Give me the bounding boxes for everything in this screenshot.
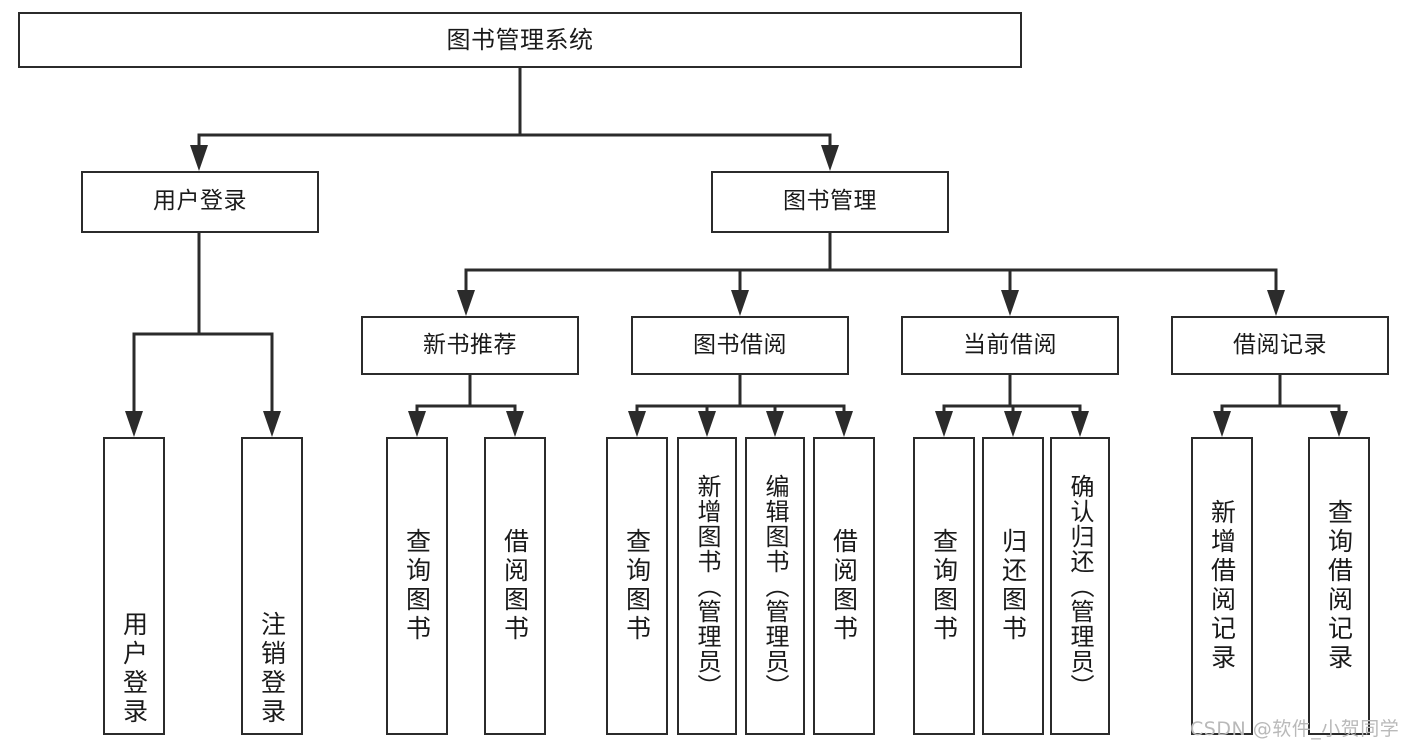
node-label: 用户登录 xyxy=(153,188,247,215)
arrow-head-icon xyxy=(1330,411,1348,437)
node-book-borrow[interactable]: 图书借阅 xyxy=(631,316,849,375)
arrow-head-icon xyxy=(1004,411,1022,437)
arrow-head-icon xyxy=(190,145,208,171)
node-leaf-borrow-book-br[interactable]: 借阅图书 xyxy=(813,437,875,735)
node-leaf-confirm-return[interactable]: 确认归还（管理员） xyxy=(1050,437,1110,735)
node-leaf-logout[interactable]: 注销登录 xyxy=(241,437,303,735)
node-label: 查询图书 xyxy=(622,528,652,644)
node-leaf-user-login[interactable]: 用户登录 xyxy=(103,437,165,735)
node-label: 查询图书 xyxy=(402,528,432,644)
arrow-head-icon xyxy=(1001,290,1019,316)
node-leaf-borrow-book-rec[interactable]: 借阅图书 xyxy=(484,437,546,735)
node-leaf-add-book[interactable]: 新增图书（管理员） xyxy=(677,437,737,735)
node-label: 注销登录 xyxy=(257,611,287,727)
node-leaf-query-record[interactable]: 查询借阅记录 xyxy=(1308,437,1370,735)
node-label: 新增借阅记录 xyxy=(1207,499,1237,673)
arrow-head-icon xyxy=(628,411,646,437)
node-label: 借阅记录 xyxy=(1233,331,1327,358)
node-borrow-record[interactable]: 借阅记录 xyxy=(1171,316,1389,375)
node-label: 当前借阅 xyxy=(963,331,1057,358)
node-label: 图书管理 xyxy=(783,188,877,215)
arrow-head-icon xyxy=(1071,411,1089,437)
arrow-head-icon xyxy=(766,411,784,437)
arrow-head-icon xyxy=(408,411,426,437)
node-label: 用户登录 xyxy=(119,611,149,727)
node-leaf-query-book-cb[interactable]: 查询图书 xyxy=(913,437,975,735)
node-label: 借阅图书 xyxy=(829,528,859,644)
arrow-head-icon xyxy=(821,145,839,171)
node-label: 归还图书 xyxy=(998,528,1028,644)
node-label: 图书管理系统 xyxy=(446,25,594,54)
node-label: 新增图书（管理员） xyxy=(693,473,721,699)
node-leaf-add-record[interactable]: 新增借阅记录 xyxy=(1191,437,1253,735)
node-leaf-return-book[interactable]: 归还图书 xyxy=(982,437,1044,735)
node-label: 借阅图书 xyxy=(500,528,530,644)
arrow-head-icon xyxy=(1213,411,1231,437)
node-leaf-query-book-br[interactable]: 查询图书 xyxy=(606,437,668,735)
node-book-manage[interactable]: 图书管理 xyxy=(711,171,949,233)
node-new-book-rec[interactable]: 新书推荐 xyxy=(361,316,579,375)
arrow-head-icon xyxy=(457,290,475,316)
arrow-head-icon xyxy=(835,411,853,437)
arrow-head-icon xyxy=(935,411,953,437)
node-label: 图书借阅 xyxy=(693,331,787,358)
node-root-system[interactable]: 图书管理系统 xyxy=(18,12,1022,68)
arrow-head-icon xyxy=(698,411,716,437)
node-label: 新书推荐 xyxy=(423,331,517,358)
csdn-watermark: CSDN @软件_小贺同学 xyxy=(1190,718,1400,740)
arrow-head-icon xyxy=(506,411,524,437)
node-label: 查询图书 xyxy=(929,528,959,644)
node-label: 确认归还（管理员） xyxy=(1066,473,1094,699)
node-leaf-query-book-rec[interactable]: 查询图书 xyxy=(386,437,448,735)
arrow-head-icon xyxy=(263,411,281,437)
arrow-head-icon xyxy=(731,290,749,316)
node-label: 查询借阅记录 xyxy=(1324,499,1354,673)
node-leaf-edit-book[interactable]: 编辑图书（管理员） xyxy=(745,437,805,735)
node-current-borrow[interactable]: 当前借阅 xyxy=(901,316,1119,375)
arrow-head-icon xyxy=(125,411,143,437)
arrow-head-icon xyxy=(1267,290,1285,316)
node-label: 编辑图书（管理员） xyxy=(761,473,789,699)
node-user-login[interactable]: 用户登录 xyxy=(81,171,319,233)
